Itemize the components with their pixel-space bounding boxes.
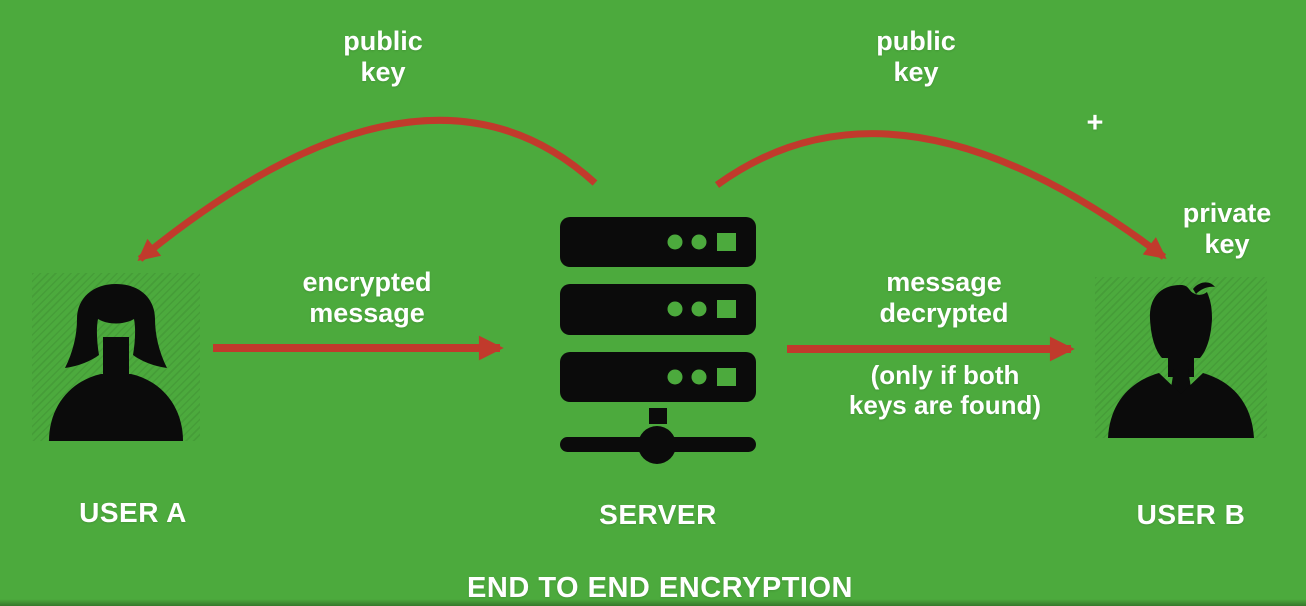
user-a-avatar-tile [32,273,200,441]
public-key-arrow-server-to-user-b [714,130,1167,260]
woman-user-icon [49,284,183,441]
private-key-label: private key [1182,198,1272,259]
decrypt-condition-label: (only if both keys are found) [848,360,1042,420]
plus-sign: + [1086,107,1104,139]
public-key-label-left: public key [343,26,423,87]
diagram-title: END TO END ENCRYPTION [467,572,853,604]
businessman-user-icon [1108,282,1254,438]
public-key-label-right: public key [876,26,956,87]
encrypted-message-label: encrypted message [302,267,432,328]
user-a-label: USER A [79,497,187,528]
message-decrypted-label: message decrypted [879,267,1009,328]
public-key-arrow-server-to-user-a [137,116,598,262]
server-label: SERVER [599,499,717,530]
user-b-label: USER B [1136,499,1246,530]
server-stack-icon [558,215,758,465]
user-b-avatar-tile [1095,277,1267,438]
